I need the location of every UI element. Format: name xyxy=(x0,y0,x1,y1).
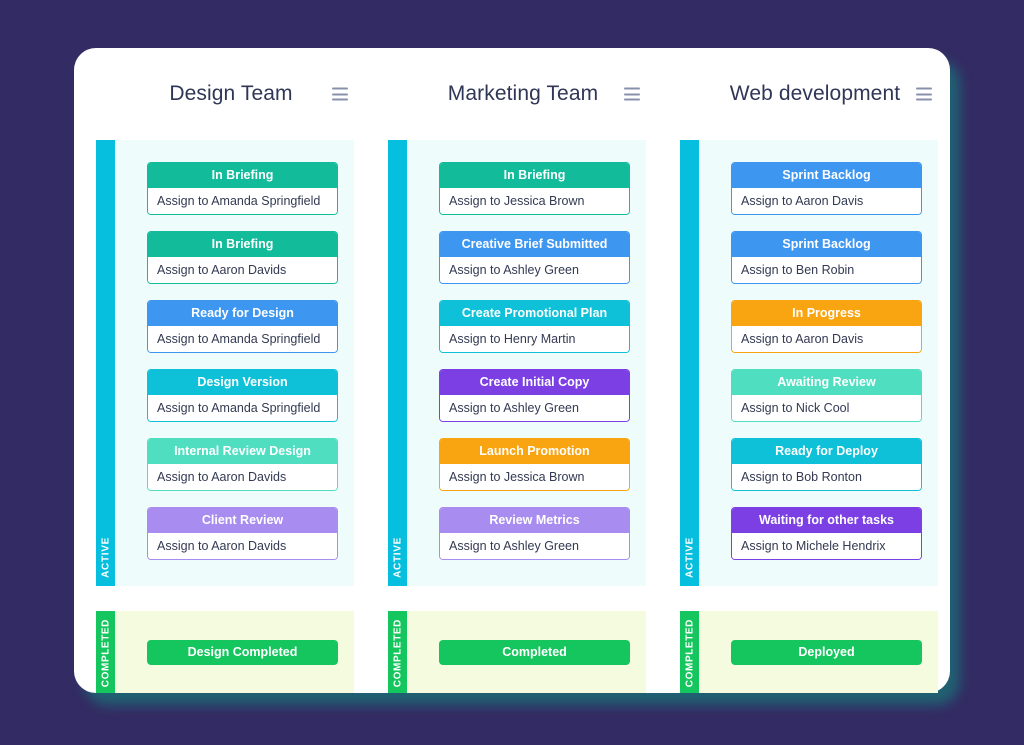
task-assignee: Assign to Henry Martin xyxy=(440,326,629,352)
completed-status-button[interactable]: Deployed xyxy=(731,639,922,665)
task-assignee: Assign to Ben Robin xyxy=(732,257,921,283)
task-assignee: Assign to Ashley Green xyxy=(440,257,629,283)
task-status-label: Review Metrics xyxy=(440,508,629,533)
task-status-label: Client Review xyxy=(148,508,337,533)
task-assignee: Assign to Bob Ronton xyxy=(732,464,921,490)
task-status-label: Ready for Deploy xyxy=(732,439,921,464)
completed-status-button[interactable]: Completed xyxy=(439,639,630,665)
hamburger-menu-icon[interactable] xyxy=(332,87,348,101)
task-assignee: Assign to Aaron Davis xyxy=(732,188,921,214)
completed-section: COMPLETED Design Completed xyxy=(96,611,354,693)
task-assignee: Assign to Ashley Green xyxy=(440,395,629,421)
completed-rail: COMPLETED xyxy=(680,611,699,693)
completed-rail-label: COMPLETED xyxy=(100,618,111,687)
column-title: Web development xyxy=(729,82,901,105)
completed-rail: COMPLETED xyxy=(388,611,407,693)
task-status-label: In Briefing xyxy=(148,232,337,257)
completed-inner: Completed xyxy=(407,611,646,693)
task-status-label: Launch Promotion xyxy=(440,439,629,464)
hamburger-menu-icon[interactable] xyxy=(624,87,640,101)
task-assignee: Assign to Amanda Springfield xyxy=(148,326,337,352)
completed-section: COMPLETED Completed xyxy=(388,611,646,693)
task-assignee: Assign to Amanda Springfield xyxy=(148,395,337,421)
active-rail: ACTIVE xyxy=(388,140,407,586)
task-assignee: Assign to Aaron Davis xyxy=(732,326,921,352)
completed-inner: Design Completed xyxy=(115,611,354,693)
completed-section: COMPLETED Deployed xyxy=(680,611,938,693)
task-status-label: In Briefing xyxy=(440,163,629,188)
task-assignee: Assign to Nick Cool xyxy=(732,395,921,421)
column-title: Marketing Team xyxy=(447,82,599,105)
task-status-label: Sprint Backlog xyxy=(732,232,921,257)
task-assignee: Assign to Michele Hendrix xyxy=(732,533,921,559)
task-status-label: Waiting for other tasks xyxy=(732,508,921,533)
task-status-label: In Progress xyxy=(732,301,921,326)
task-assignee: Assign to Jessica Brown xyxy=(440,188,629,214)
task-status-label: Design Version xyxy=(148,370,337,395)
task-status-label: Create Promotional Plan xyxy=(440,301,629,326)
task-status-label: Internal Review Design xyxy=(148,439,337,464)
active-rail: ACTIVE xyxy=(96,140,115,586)
completed-status-button[interactable]: Design Completed xyxy=(147,639,338,665)
active-rail-label: ACTIVE xyxy=(100,537,111,578)
task-status-label: Ready for Design xyxy=(148,301,337,326)
column-header: Marketing Team xyxy=(388,48,658,140)
task-status-label: Create Initial Copy xyxy=(440,370,629,395)
active-rail: ACTIVE xyxy=(680,140,699,586)
column-title: Design Team xyxy=(169,82,293,105)
task-status-label: Sprint Backlog xyxy=(732,163,921,188)
active-rail-label: ACTIVE xyxy=(392,537,403,578)
task-assignee: Assign to Aaron Davids xyxy=(148,533,337,559)
hamburger-menu-icon[interactable] xyxy=(916,87,932,101)
completed-rail-label: COMPLETED xyxy=(684,618,695,687)
task-assignee: Assign to Jessica Brown xyxy=(440,464,629,490)
task-assignee: Assign to Aaron Davids xyxy=(148,257,337,283)
column-header: Web development xyxy=(680,48,950,140)
completed-rail: COMPLETED xyxy=(96,611,115,693)
column-header: Design Team xyxy=(96,48,366,140)
task-status-label: Creative Brief Submitted xyxy=(440,232,629,257)
completed-rail-label: COMPLETED xyxy=(392,618,403,687)
active-rail-label: ACTIVE xyxy=(684,537,695,578)
task-assignee: Assign to Amanda Springfield xyxy=(148,188,337,214)
completed-inner: Deployed xyxy=(699,611,938,693)
task-assignee: Assign to Aaron Davids xyxy=(148,464,337,490)
task-assignee: Assign to Ashley Green xyxy=(440,533,629,559)
task-status-label: In Briefing xyxy=(148,163,337,188)
task-status-label: Awaiting Review xyxy=(732,370,921,395)
